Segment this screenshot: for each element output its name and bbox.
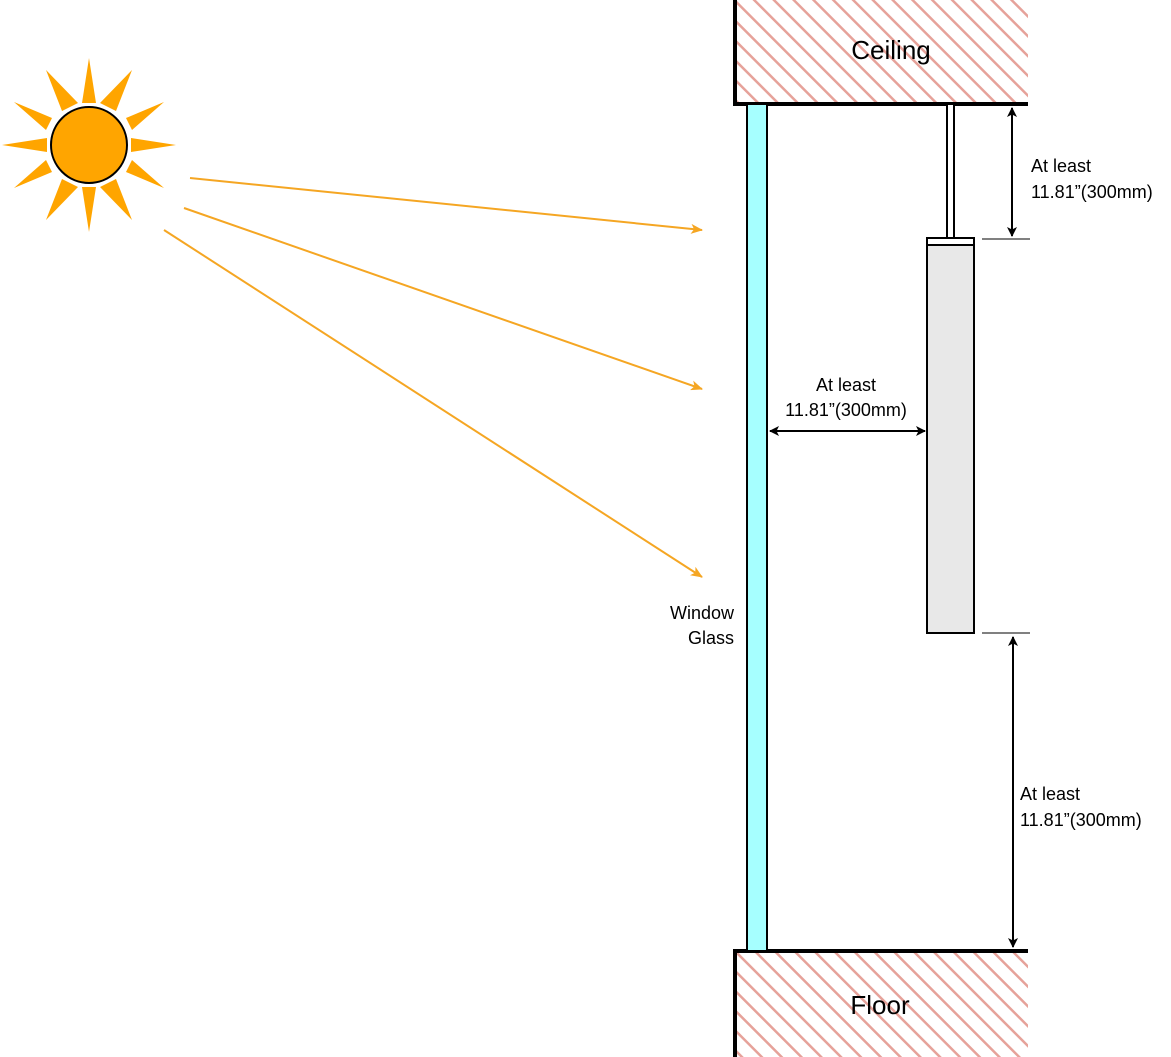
window-glass-label-line2: Glass <box>688 628 734 648</box>
sunlight-ray <box>189 177 703 234</box>
sunlight-ray <box>163 229 703 578</box>
side-clearance-label-line1: At least <box>816 375 876 395</box>
ceiling-label: Ceiling <box>851 35 931 65</box>
suspension-rod <box>946 103 955 239</box>
bottom-clearance-label-line2: 11.81”(300mm) <box>1020 810 1142 830</box>
ceiling-slab: Ceiling <box>733 0 1028 106</box>
window-glass-label-line1: Window <box>670 603 735 623</box>
device-top-cap <box>926 237 975 246</box>
device-body <box>926 244 975 634</box>
floor-label: Floor <box>850 990 910 1020</box>
side-clearance-label-line2: 11.81”(300mm) <box>785 400 907 420</box>
floor-slab: Floor <box>733 949 1028 1057</box>
sun-icon <box>2 58 176 232</box>
bottom-clearance-label-line1: At least <box>1020 784 1080 804</box>
sunlight-ray <box>183 207 703 391</box>
top-clearance-label-line2: 11.81”(300mm) <box>1031 182 1153 202</box>
suspended-device <box>926 103 975 634</box>
top-clearance-label-line1: At least <box>1031 156 1091 176</box>
window-glass <box>746 103 768 952</box>
